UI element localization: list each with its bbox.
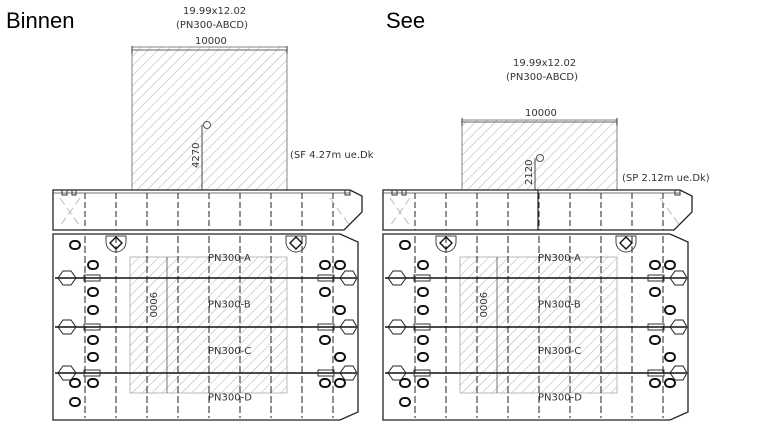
manhole-icon bbox=[289, 236, 303, 250]
connector-icon bbox=[83, 323, 101, 331]
bollard-icon bbox=[649, 335, 661, 345]
coupling-icon bbox=[57, 270, 358, 286]
bollard-icon bbox=[334, 305, 346, 315]
cg-note: (SP 2.12m ue.Dk) bbox=[622, 173, 710, 184]
plan-width-dimension: 9000 bbox=[477, 292, 488, 317]
connector-icon bbox=[317, 274, 335, 282]
bollard-icon bbox=[417, 287, 429, 297]
bracing-lines bbox=[389, 197, 681, 227]
connector-icon bbox=[647, 274, 665, 282]
bollard-icon bbox=[69, 240, 81, 250]
width-dimension: 10000 bbox=[195, 36, 227, 47]
bollard-icon bbox=[417, 305, 429, 315]
bracing-lines bbox=[59, 197, 351, 227]
cg-marker-icon bbox=[203, 121, 211, 129]
bollard-icon bbox=[417, 335, 429, 345]
cargo-block-side bbox=[131, 46, 288, 191]
width-dimension: 10000 bbox=[525, 108, 557, 119]
bollard-icon bbox=[649, 260, 661, 270]
bollard-icon bbox=[87, 305, 99, 315]
hatch-cover-icon bbox=[285, 235, 307, 253]
connector-icon bbox=[413, 274, 431, 282]
bollard-icon bbox=[664, 352, 676, 362]
cg-note: (SF 4.27m ue.Dk bbox=[290, 150, 374, 161]
bollard-icon bbox=[334, 260, 346, 270]
bollard-icon bbox=[399, 378, 411, 388]
cg-height-dimension: 4270 bbox=[191, 143, 202, 168]
pontoon-row-label: PN300-C bbox=[208, 346, 251, 357]
bollard-icon bbox=[391, 190, 681, 196]
connector-icon bbox=[413, 323, 431, 331]
bollard-icon bbox=[319, 260, 331, 270]
bollard-icon bbox=[664, 378, 676, 388]
code-label: (PN300-ABCD) bbox=[176, 20, 248, 31]
cg-height-dimension: 2120 bbox=[524, 160, 535, 185]
manhole-icon bbox=[109, 236, 123, 250]
bollard-icon bbox=[664, 260, 676, 270]
bollard-icon bbox=[319, 378, 331, 388]
bollard-icon bbox=[69, 397, 81, 407]
bollard-icon bbox=[319, 287, 331, 297]
barge-side-hull bbox=[52, 189, 363, 231]
coupling-icon bbox=[387, 319, 688, 335]
pontoon-row-label: PN300-A bbox=[538, 253, 581, 264]
bollard-icon bbox=[334, 352, 346, 362]
size-label: 19.99x12.02 bbox=[513, 58, 576, 69]
connector-icon bbox=[83, 369, 101, 377]
bollard-icon bbox=[334, 378, 346, 388]
pontoon-row-label: PN300-B bbox=[538, 300, 581, 311]
pontoon-row-label: PN300-A bbox=[208, 253, 251, 264]
manhole-icon bbox=[439, 236, 453, 250]
pontoon-row-label: PN300-D bbox=[538, 393, 582, 404]
hatch-cover-icon bbox=[435, 235, 457, 253]
bollard-icon bbox=[417, 352, 429, 362]
bollard-icon bbox=[87, 287, 99, 297]
bollard-icon bbox=[87, 260, 99, 270]
panel-title-see: See bbox=[386, 8, 426, 33]
bollard-icon bbox=[87, 378, 99, 388]
connector-icon bbox=[317, 369, 335, 377]
connector-icon bbox=[317, 323, 335, 331]
pontoon-row-label: PN300-B bbox=[208, 300, 251, 311]
size-label: 19.99x12.02 bbox=[183, 6, 246, 17]
hatch-cover-icon bbox=[105, 235, 127, 253]
bollard-icon bbox=[399, 240, 411, 250]
plan-width-dimension: 9000 bbox=[147, 292, 158, 317]
bollard-icon bbox=[664, 305, 676, 315]
pontoon-row-label: PN300-D bbox=[208, 393, 252, 404]
bollard-icon bbox=[417, 260, 429, 270]
coupling-icon bbox=[387, 270, 688, 286]
connector-icon bbox=[83, 274, 101, 282]
bollard-icon bbox=[649, 287, 661, 297]
bollard-icon bbox=[87, 352, 99, 362]
manhole-icon bbox=[619, 236, 633, 250]
connector-icon bbox=[413, 369, 431, 377]
bollard-icon bbox=[87, 335, 99, 345]
panel-binnen: 19.99x12.02 (PN300-ABCD) 10000 4270 (SF 4.27… bbox=[52, 6, 374, 421]
coupling-icon bbox=[57, 319, 358, 335]
bollard-icon bbox=[61, 190, 351, 196]
pontoon-row-label: PN300-C bbox=[538, 346, 581, 357]
bollard-icon bbox=[399, 397, 411, 407]
hatch-cover-icon bbox=[615, 235, 637, 253]
bollard-icon bbox=[69, 378, 81, 388]
bollard-icon bbox=[417, 378, 429, 388]
connector-icon bbox=[647, 369, 665, 377]
cg-marker-icon bbox=[536, 154, 544, 162]
connector-icon bbox=[647, 323, 665, 331]
bollard-icon bbox=[319, 335, 331, 345]
panel-see: 19.99x12.02 (PN300-ABCD) 10000 2120 (SP 2.12… bbox=[382, 58, 710, 421]
bollard-icon bbox=[649, 378, 661, 388]
code-label: (PN300-ABCD) bbox=[506, 72, 578, 83]
panel-title-binnen: Binnen bbox=[6, 8, 75, 33]
